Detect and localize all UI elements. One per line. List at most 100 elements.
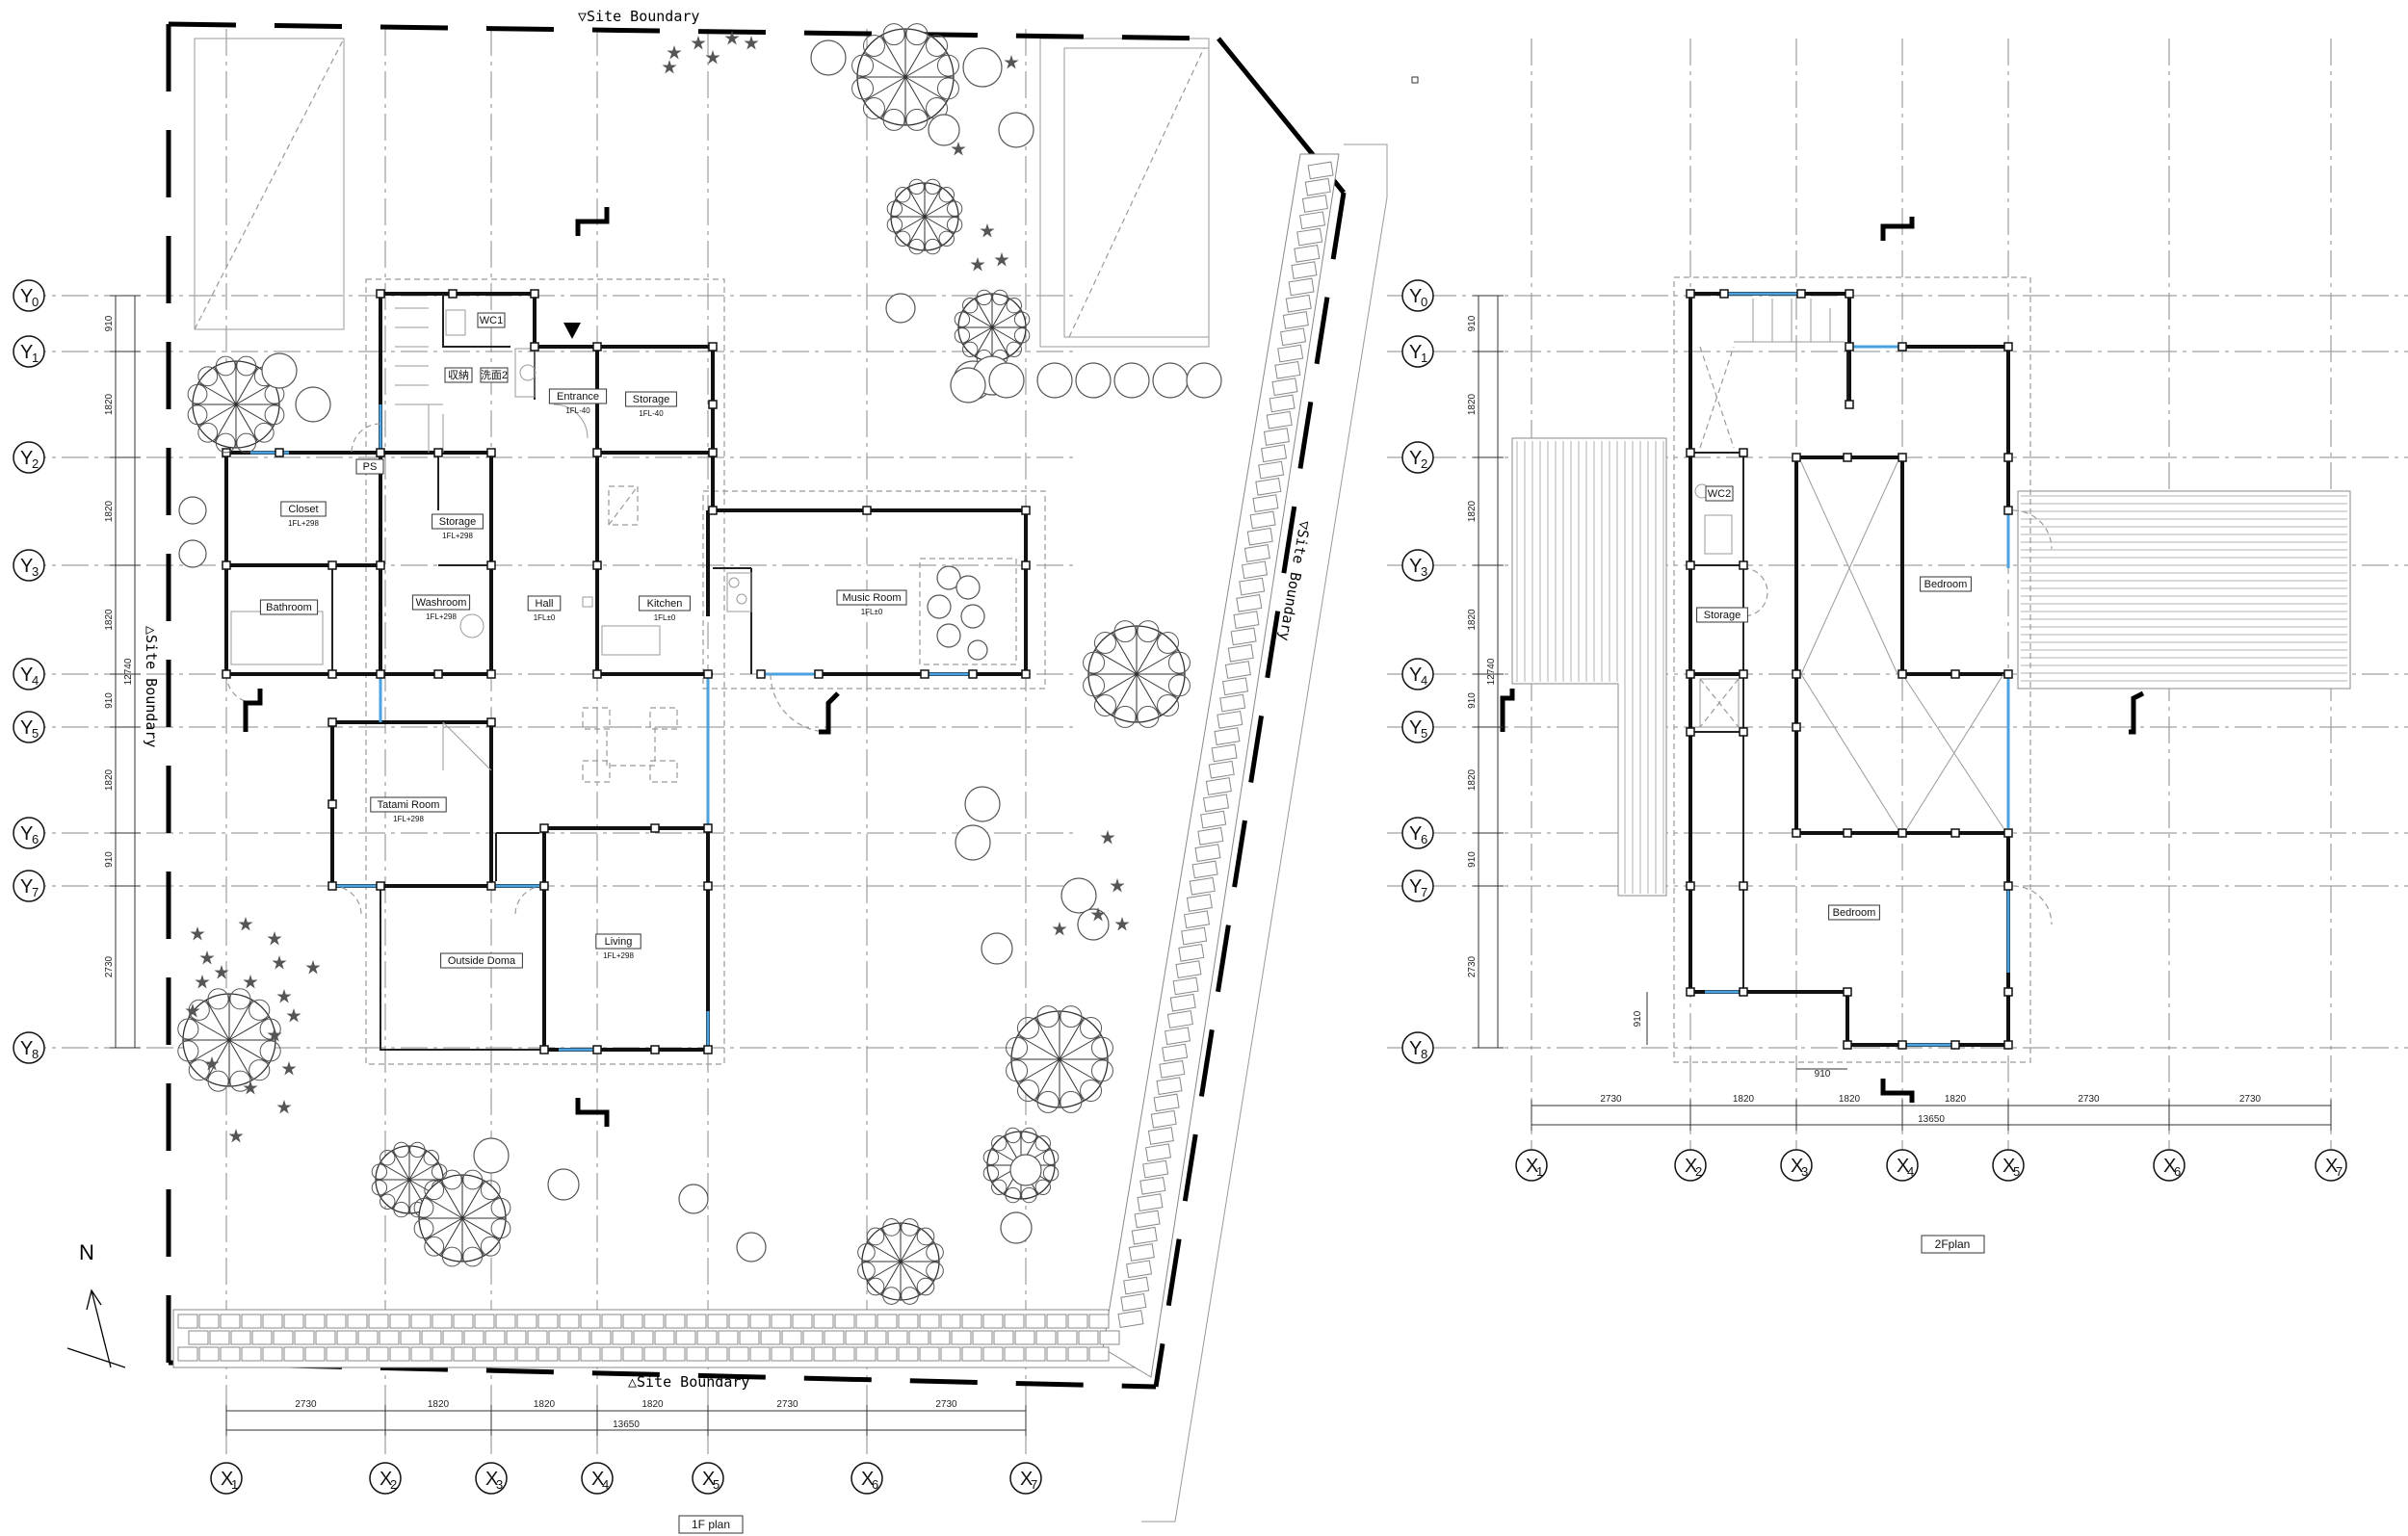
shrub-icon	[928, 114, 960, 146]
room-level: 1FL-40	[565, 406, 590, 415]
dim-label-x: 2730	[776, 1399, 798, 1410]
axis-label-y5: Y	[20, 717, 33, 739]
column	[650, 1045, 660, 1054]
brick	[1117, 1310, 1144, 1328]
room-label-box	[444, 367, 473, 383]
entrance-arrow-icon	[563, 323, 581, 339]
brick	[1236, 593, 1263, 612]
column	[1843, 987, 1852, 997]
axis-sub-y1: 1	[1421, 351, 1427, 365]
brick	[294, 1330, 315, 1345]
brick	[1139, 1176, 1166, 1195]
room-level: 1FL+298	[442, 532, 473, 540]
axis-label-x5: X	[702, 1469, 715, 1490]
flower-icon	[662, 60, 677, 74]
column	[327, 669, 337, 679]
axis-label-x5: X	[2002, 1156, 2015, 1177]
tree-icon	[1006, 1005, 1113, 1113]
door-swings-2f	[1742, 509, 2053, 925]
column	[862, 506, 872, 515]
axis-label-y5: Y	[1409, 717, 1422, 739]
dim-label-y: 1820	[104, 393, 115, 415]
brick	[1169, 993, 1196, 1012]
column	[222, 669, 231, 679]
axis-label-y0: Y	[1409, 286, 1422, 307]
dim-extra-horizontal: 910	[1815, 1069, 1831, 1080]
neighbor-wall	[1141, 143, 1388, 1523]
brick	[961, 1314, 982, 1329]
axis-sub-y6: 6	[1421, 832, 1427, 846]
trees-1f	[177, 23, 1222, 1305]
brick	[982, 1346, 1004, 1362]
brick	[1205, 777, 1232, 795]
axis-sub-x1: 1	[231, 1477, 238, 1492]
axis-sub-y0: 0	[1421, 295, 1427, 309]
brick	[1200, 810, 1227, 829]
column	[2003, 342, 2013, 351]
brick	[1162, 1043, 1189, 1062]
axis-sub-y4: 4	[32, 673, 39, 688]
column	[1792, 722, 1801, 732]
brick	[1203, 794, 1230, 813]
brick	[802, 1330, 824, 1345]
room-label-box	[595, 933, 641, 950]
axis-bubble-x4	[581, 1462, 614, 1495]
axis-sub-x1: 1	[1536, 1164, 1543, 1179]
axis-bubble-y4	[13, 658, 45, 690]
brick	[1243, 544, 1270, 562]
room-name: Kitchen	[647, 598, 683, 610]
brick	[1222, 677, 1249, 696]
axis-sub-y7: 7	[1421, 885, 1427, 899]
axis-bubble-x5	[692, 1462, 724, 1495]
brick	[495, 1346, 516, 1362]
column	[1796, 289, 1806, 299]
column	[1686, 560, 1695, 570]
axis-label-y2: Y	[1409, 448, 1422, 469]
column	[1739, 987, 1748, 997]
brick	[1172, 976, 1199, 996]
axis-label-y2: Y	[20, 448, 33, 469]
axis-bubble-y2	[1401, 441, 1434, 474]
brick	[1035, 1330, 1057, 1345]
axis-sub-y0: 0	[32, 295, 39, 309]
room-label-box	[480, 367, 509, 383]
column	[1845, 342, 1854, 351]
brick	[622, 1346, 643, 1362]
axis-bubble-x2	[1674, 1149, 1707, 1182]
axis-label-x7: X	[2325, 1156, 2338, 1177]
axis-label-x3: X	[1791, 1156, 1803, 1177]
brick	[410, 1346, 432, 1362]
room-name: Storage	[1704, 610, 1741, 621]
brick	[1227, 643, 1254, 663]
brick	[241, 1314, 262, 1329]
axis-sub-y6: 6	[32, 832, 39, 846]
column	[650, 823, 660, 833]
brick	[506, 1330, 527, 1345]
column	[376, 669, 385, 679]
brick	[453, 1314, 474, 1329]
brick	[580, 1314, 601, 1329]
column	[1950, 1040, 1960, 1050]
axis-bubble-x4	[1886, 1149, 1919, 1182]
dim-label-x: 1820	[641, 1399, 664, 1410]
brick	[326, 1346, 347, 1362]
brick	[1165, 1027, 1191, 1046]
column	[275, 448, 284, 457]
flower-icon	[195, 975, 210, 989]
shrub-icon	[178, 496, 207, 525]
brick	[1175, 960, 1202, 978]
axis-sub-y4: 4	[1421, 673, 1427, 688]
tree-icon	[413, 1169, 511, 1267]
column	[1021, 669, 1031, 679]
brick	[198, 1346, 220, 1362]
brick	[315, 1330, 336, 1345]
brick	[495, 1314, 516, 1329]
brick	[559, 1314, 580, 1329]
site-boundary-label-left: △Site Boundary	[143, 626, 160, 747]
axis-bubble-x3	[1780, 1149, 1813, 1182]
shrub-icon	[547, 1168, 580, 1201]
